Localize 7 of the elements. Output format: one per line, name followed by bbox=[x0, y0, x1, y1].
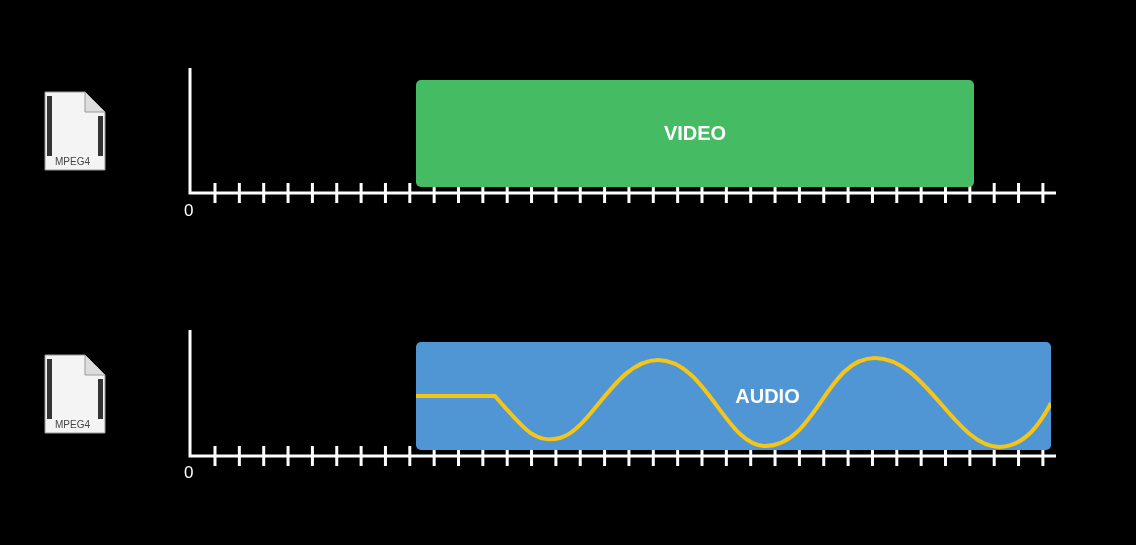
track-block bbox=[416, 80, 974, 187]
axis-origin-label: 0 bbox=[184, 463, 194, 483]
track-label: AUDIO bbox=[735, 384, 800, 408]
file-format-label: MPEG4 bbox=[55, 419, 90, 430]
track-label: VIDEO bbox=[663, 122, 727, 145]
file-format-label: MPEG4 bbox=[55, 156, 90, 167]
axis-origin-label: 0 bbox=[184, 201, 194, 221]
